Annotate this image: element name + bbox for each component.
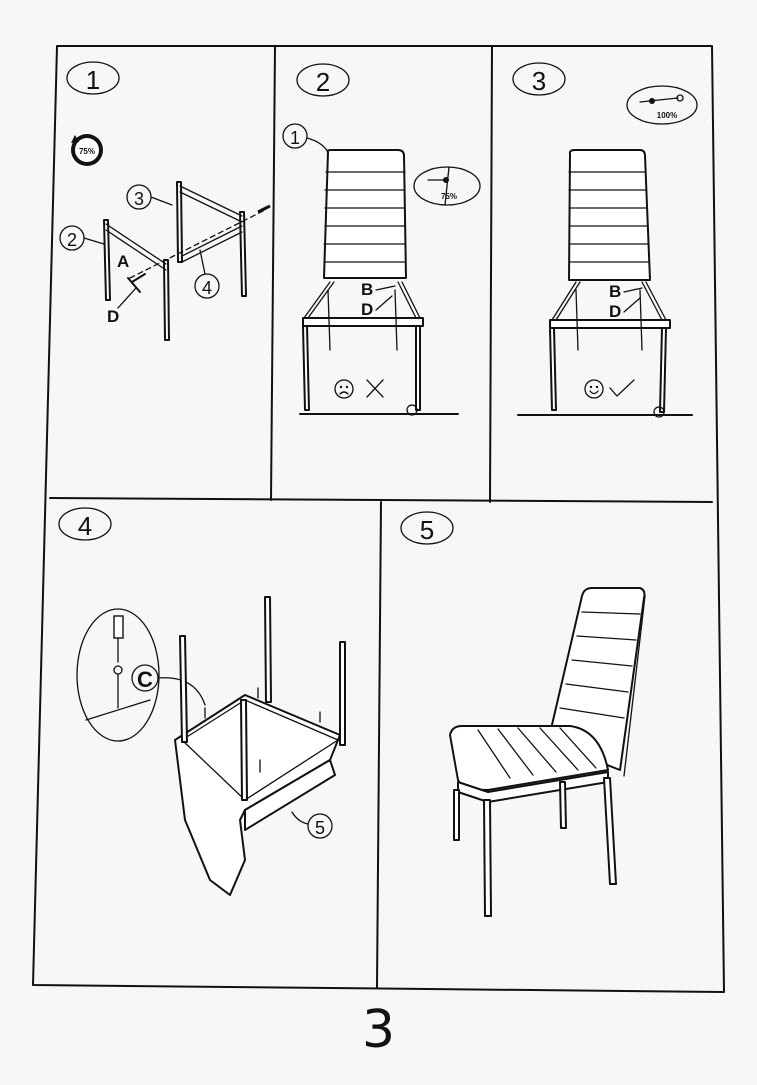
smiley-face-icon: [584, 379, 604, 399]
torque-100-wrench-icon: 100%: [626, 85, 698, 125]
step-5-panel: 5: [400, 511, 646, 917]
callout-badge-5: 5: [291, 811, 333, 839]
step-2-number: 2: [316, 67, 330, 97]
torque-75-wrench-icon: 75%: [413, 166, 481, 206]
chair-upside-down-drawing: [174, 596, 346, 896]
sad-face-icon: [334, 379, 354, 399]
step-2-panel: 2 1 75%: [282, 63, 481, 416]
svg-text:C: C: [137, 667, 153, 692]
svg-text:4: 4: [202, 278, 212, 298]
callout-badge-c: C: [131, 664, 206, 706]
svg-text:2: 2: [67, 230, 77, 250]
chair-back-tightened-drawing: [517, 149, 693, 418]
frame-exploded-drawing: [103, 181, 271, 341]
part-label-b: B: [361, 280, 373, 299]
step-4-number: 4: [78, 511, 92, 541]
step-5-number: 5: [420, 515, 434, 545]
assembled-chair-drawing: [449, 587, 646, 917]
step-3-panel: 3 100% B: [512, 62, 698, 418]
torque-75-icon: 75%: [71, 134, 103, 166]
callout-badge-3: 3: [126, 184, 173, 210]
svg-text:1: 1: [290, 128, 300, 148]
svg-text:3: 3: [134, 189, 144, 209]
part-label-a: A: [117, 252, 129, 271]
callout-badge-1: 1: [282, 123, 329, 153]
step-2-number-badge: 2: [296, 63, 350, 97]
step-3-torque-label: 100%: [657, 111, 677, 120]
step-2-torque-label: 75%: [441, 192, 457, 201]
step-4-panel: 4 C 5: [58, 507, 346, 896]
step-1-number: 1: [86, 65, 100, 95]
chair-back-view-drawing: [299, 149, 459, 416]
part-label-b: B: [609, 282, 621, 301]
step-1-number-badge: 1: [66, 61, 120, 95]
step-3-number: 3: [532, 66, 546, 96]
step-3-number-badge: 3: [512, 62, 566, 96]
step-5-number-badge: 5: [400, 511, 454, 545]
svg-text:5: 5: [315, 818, 325, 838]
part-label-d: D: [361, 300, 373, 319]
page-number: 3: [361, 1000, 396, 1060]
part-label-d: D: [107, 307, 119, 326]
step-1-panel: 1 75% 3 2 4 A D: [59, 61, 271, 341]
callout-badge-4: 4: [194, 249, 220, 299]
step-4-number-badge: 4: [58, 507, 112, 541]
part-label-d: D: [609, 302, 621, 321]
panel-grid: [32, 45, 725, 993]
screwdriver-detail-inset: [76, 608, 160, 742]
check-icon: [609, 379, 635, 397]
callout-badge-2: 2: [59, 225, 105, 251]
step-1-torque-label: 75%: [79, 147, 95, 156]
cross-icon: [366, 379, 384, 398]
